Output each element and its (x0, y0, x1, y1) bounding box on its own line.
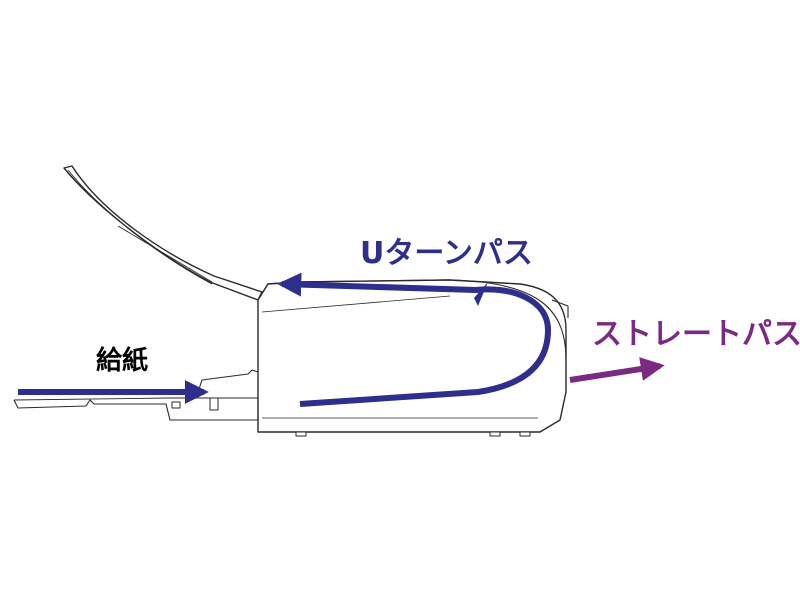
scanner-body (257, 279, 567, 433)
u-turn-path-label: Uターンパス (360, 236, 533, 271)
straight-path-arrow (569, 357, 665, 383)
input-tray (13, 397, 259, 421)
output-stacker (63, 165, 263, 301)
scanner-side-view-icon (13, 165, 569, 437)
u-turn-inner-arrowhead (474, 282, 488, 306)
paper-feed-label: 給紙 (96, 346, 149, 376)
straight-path-label: ストレートパス (592, 317, 800, 352)
u-turn-path-arrow (277, 272, 551, 407)
